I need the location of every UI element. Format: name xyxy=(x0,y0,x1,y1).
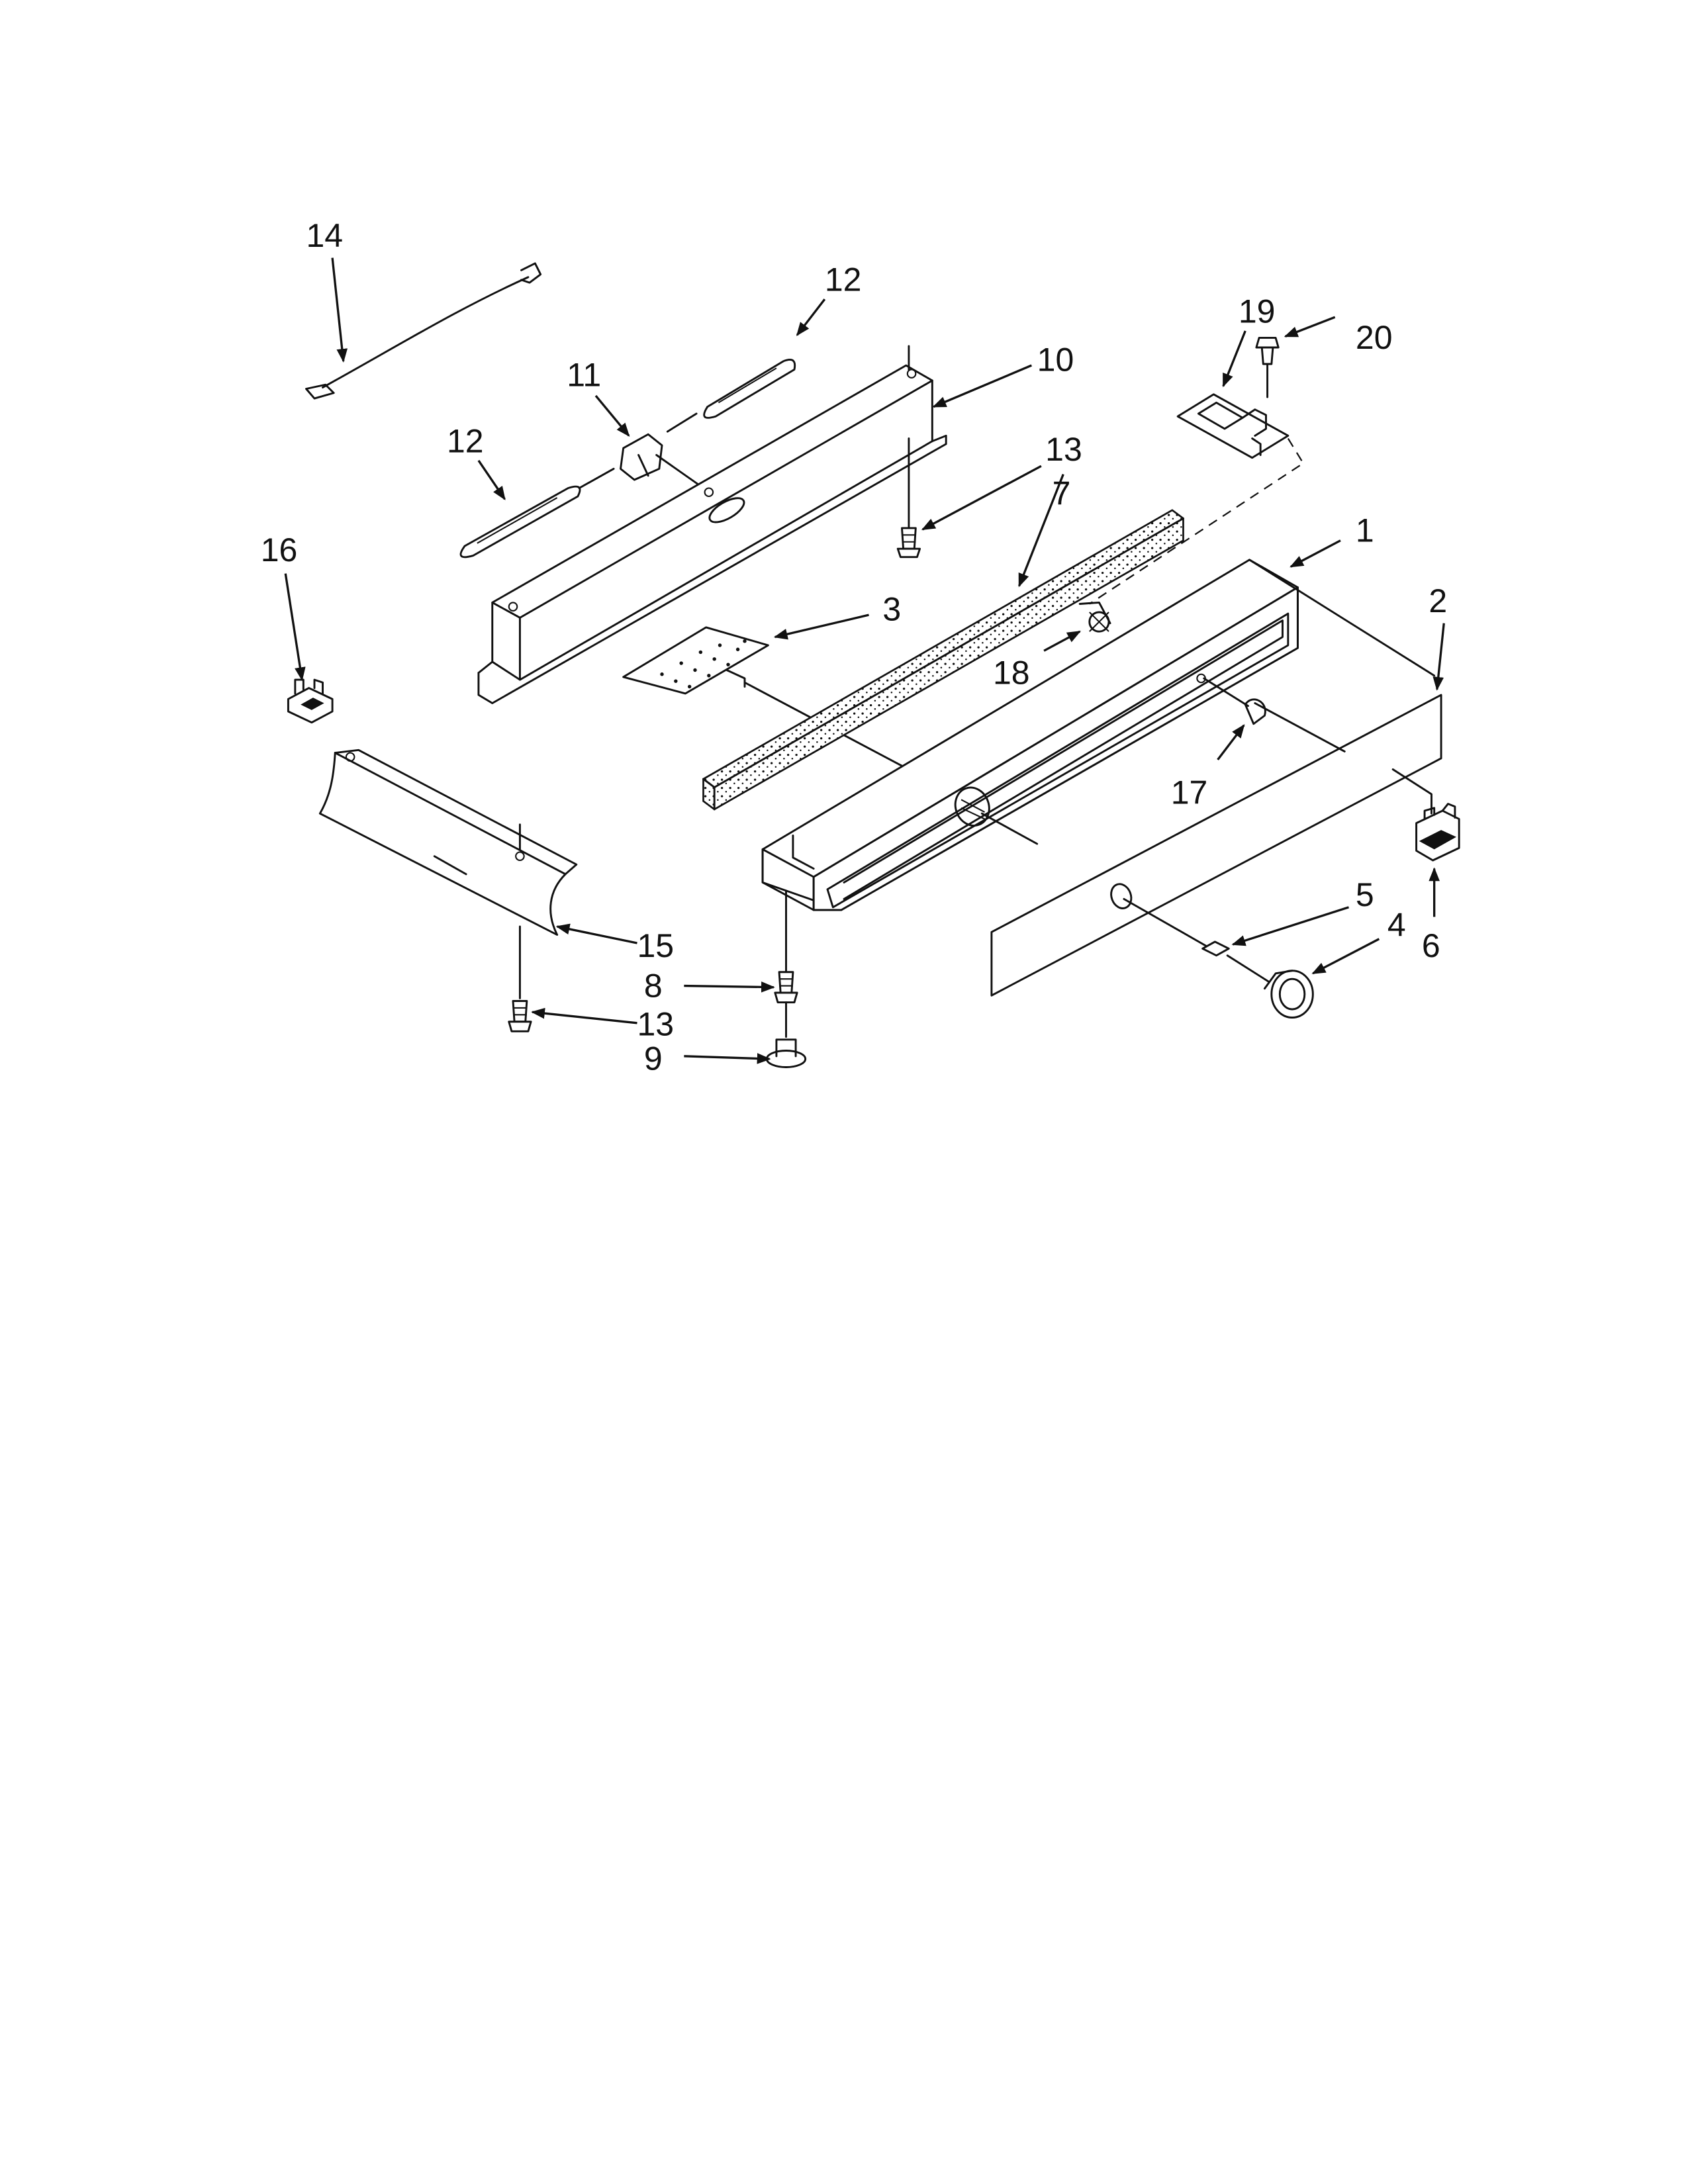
arrow-3 xyxy=(773,614,869,640)
part-6-switch xyxy=(1391,768,1460,862)
arrow-16 xyxy=(284,573,306,682)
part-15-trim xyxy=(318,749,578,936)
part-20-screw xyxy=(1255,336,1280,398)
leader-arrows xyxy=(284,257,1445,1064)
callout-15: 15 xyxy=(637,927,675,964)
part-10-bracket xyxy=(477,345,947,704)
callout-8: 8 xyxy=(644,967,663,1004)
callout-20: 20 xyxy=(1356,319,1393,356)
callout-4: 4 xyxy=(1387,907,1406,944)
arrow-10 xyxy=(932,364,1032,408)
callout-19: 19 xyxy=(1239,293,1276,330)
arrow-17 xyxy=(1217,724,1245,760)
part-5-spacer xyxy=(1201,940,1230,957)
arrow-2 xyxy=(1432,623,1445,691)
arrow-5 xyxy=(1231,906,1350,946)
part-1-console-housing xyxy=(761,559,1436,911)
callout-12-upper: 12 xyxy=(825,261,862,298)
callout-5: 5 xyxy=(1356,876,1374,913)
arrow-14 xyxy=(331,257,348,363)
part-2-front-panel xyxy=(990,694,1442,997)
callout-2: 2 xyxy=(1429,582,1447,619)
arrow-19 xyxy=(1222,330,1246,388)
callout-14: 14 xyxy=(306,217,344,254)
callout-13-upper: 13 xyxy=(1045,431,1082,468)
arrow-9 xyxy=(684,1053,771,1064)
arrow-13-lower xyxy=(531,1007,637,1024)
part-12-lower-sensor xyxy=(459,467,615,559)
arrow-12-upper xyxy=(796,298,826,336)
callout-1: 1 xyxy=(1356,512,1374,549)
part-13-upper-screw xyxy=(896,437,921,559)
callout-17: 17 xyxy=(1171,774,1208,811)
callout-3: 3 xyxy=(882,591,901,628)
callout-6: 6 xyxy=(1422,927,1440,964)
part-9-foot xyxy=(765,1038,807,1068)
arrow-4 xyxy=(1311,938,1380,975)
arrow-18 xyxy=(1043,630,1082,652)
callout-16: 16 xyxy=(261,531,298,569)
part-3-circuit-board xyxy=(622,626,905,768)
callout-18: 18 xyxy=(993,654,1030,691)
callout-10: 10 xyxy=(1037,341,1074,378)
callout-13-lower: 13 xyxy=(637,1006,675,1043)
arrow-20 xyxy=(1284,316,1336,338)
part-18-clip xyxy=(1078,601,1111,633)
part-7-foam-strip xyxy=(702,509,1184,811)
callout-12-lower: 12 xyxy=(447,422,484,459)
callout-11: 11 xyxy=(567,356,601,393)
part-4-knob xyxy=(1226,954,1314,1019)
arrow-8 xyxy=(684,981,775,993)
part-12-upper-sensor xyxy=(666,359,796,433)
callout-7: 7 xyxy=(1053,475,1071,512)
part-16-clip xyxy=(287,678,334,724)
arrow-13-upper xyxy=(921,465,1042,531)
part-13-lower-screw xyxy=(508,925,532,1032)
callout-9: 9 xyxy=(644,1040,663,1077)
part-8-screw xyxy=(774,889,798,1038)
arrow-12-lower xyxy=(477,459,506,500)
arrow-15 xyxy=(555,923,637,944)
arrow-7 xyxy=(1018,474,1064,588)
part-19-control-board xyxy=(1089,393,1305,605)
callout-labels: 14 12 11 12 10 13 7 19 20 1 16 3 2 18 17… xyxy=(261,217,1447,1077)
arrow-11 xyxy=(594,394,630,437)
arrow-1 xyxy=(1289,539,1341,568)
part-14-wire-harness xyxy=(305,262,542,400)
